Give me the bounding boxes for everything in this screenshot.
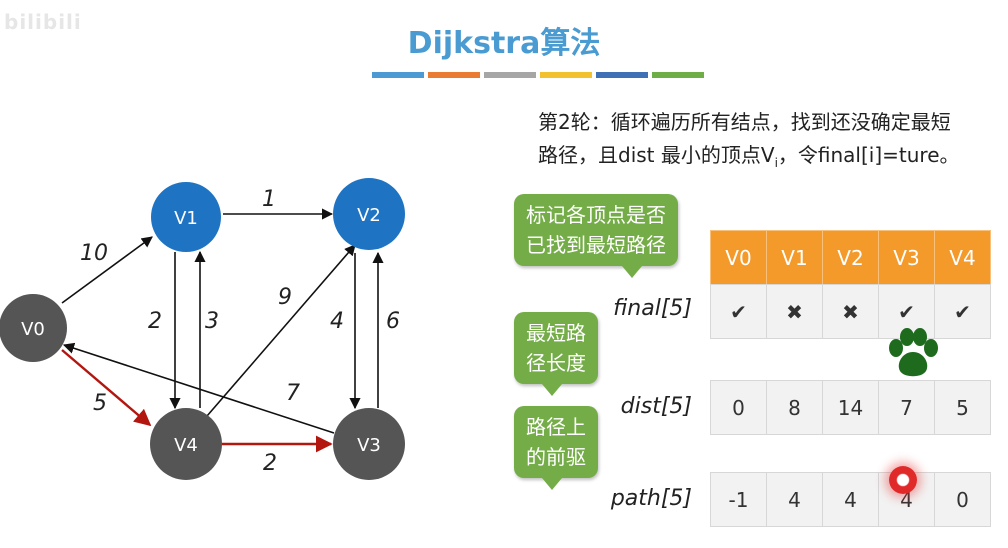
- path-cell-v0: -1: [710, 472, 767, 527]
- weight-v3-v0: 7: [286, 381, 300, 406]
- bilibili-watermark: bilibili: [4, 10, 82, 34]
- path-explanation-bubble: 路径上 的前驱: [514, 406, 598, 490]
- color-bar-segment: [372, 72, 424, 78]
- weight-v1-v4: 2: [148, 309, 162, 334]
- final-array: ✔ ✖ ✖ ✔ ✔: [710, 284, 991, 339]
- weight-v2-v3: 4: [330, 309, 344, 334]
- edge-v0-v1: [61, 236, 153, 304]
- dist-cell-v3: 7: [878, 380, 935, 435]
- description-line-1: 第2轮：循环遍历所有结点，找到还没确定最短: [538, 110, 951, 134]
- header-cell: V1: [766, 230, 823, 285]
- color-bar-segment: [428, 72, 480, 78]
- weight-v4-v2: 9: [278, 285, 292, 310]
- path-array: -1 4 4 4 0: [710, 472, 991, 527]
- weighted-digraph: 10 1 2 3 9 4 6 7 5 2 V0 V1 V2 V4 V3: [0, 178, 405, 480]
- vertex-header-row: V0 V1 V2 V3 V4: [710, 230, 991, 285]
- weight-v0-v4: 5: [93, 391, 107, 416]
- path-array-label: path[5]: [610, 486, 692, 511]
- header-cell: V2: [822, 230, 879, 285]
- header-cell: V4: [934, 230, 991, 285]
- dist-cell-v2: 14: [822, 380, 879, 435]
- dist-cell-v4: 5: [934, 380, 991, 435]
- title-color-bar: [372, 72, 704, 78]
- node-v4: V4: [150, 408, 222, 480]
- final-cell-v4: ✔: [934, 284, 991, 339]
- header-cell: V0: [710, 230, 767, 285]
- round-description: 第2轮：循环遍历所有结点，找到还没确定最短 路径，且dist 最小的顶点Vi，令…: [538, 106, 1008, 180]
- header-cell: V3: [878, 230, 935, 285]
- dist-array-label: dist[5]: [620, 394, 692, 419]
- weight-v1-v2: 1: [262, 187, 276, 212]
- description-subscript: i: [774, 156, 778, 170]
- weight-v3-v2: 6: [386, 309, 400, 334]
- dist-cell-v1: 8: [766, 380, 823, 435]
- final-explanation-bubble: 标记各顶点是否 已找到最短路径: [514, 194, 678, 278]
- color-bar-segment: [652, 72, 704, 78]
- dist-array: 0 8 14 7 5: [710, 380, 991, 435]
- final-cell-v2: ✖: [822, 284, 879, 339]
- color-bar-segment: [540, 72, 592, 78]
- weight-v4-v3: 2: [263, 451, 277, 476]
- weight-v0-v1: 10: [80, 241, 108, 266]
- node-v2: V2: [333, 178, 405, 250]
- final-array-label: final[5]: [613, 296, 692, 321]
- pointer-highlight: [889, 466, 917, 494]
- weight-v4-v1: 3: [205, 309, 219, 334]
- node-v0-label: V0: [21, 319, 45, 340]
- page-title: Dijkstra算法: [407, 26, 601, 61]
- path-cell-v1: 4: [766, 472, 823, 527]
- paw-marker-icon: [889, 328, 938, 377]
- node-v3: V3: [333, 408, 405, 480]
- description-line-2: 路径，且dist 最小的顶点Vi，令final[i]=ture。: [538, 139, 1008, 180]
- color-bar-segment: [596, 72, 648, 78]
- node-v4-label: V4: [174, 435, 198, 456]
- color-bar-segment: [484, 72, 536, 78]
- final-cell-v1: ✖: [766, 284, 823, 339]
- description-line-2-tail: ，令final[i]=ture。: [777, 143, 960, 167]
- path-cell-v2: 4: [822, 472, 879, 527]
- description-line-2-text: 路径，且dist 最小的顶点V: [538, 143, 775, 167]
- path-cell-v4: 0: [934, 472, 991, 527]
- node-v1-label: V1: [174, 208, 198, 229]
- edge-v3-v0: [62, 342, 335, 434]
- node-v3-label: V3: [357, 435, 381, 456]
- dist-cell-v0: 0: [710, 380, 767, 435]
- node-v2-label: V2: [357, 205, 381, 226]
- node-v0: V0: [0, 294, 67, 362]
- edge-v4-v2: [206, 244, 356, 417]
- final-cell-v0: ✔: [710, 284, 767, 339]
- dist-explanation-bubble: 最短路 径长度: [514, 312, 598, 396]
- node-v1: V1: [151, 182, 221, 252]
- edge-v0-v4: [61, 349, 152, 427]
